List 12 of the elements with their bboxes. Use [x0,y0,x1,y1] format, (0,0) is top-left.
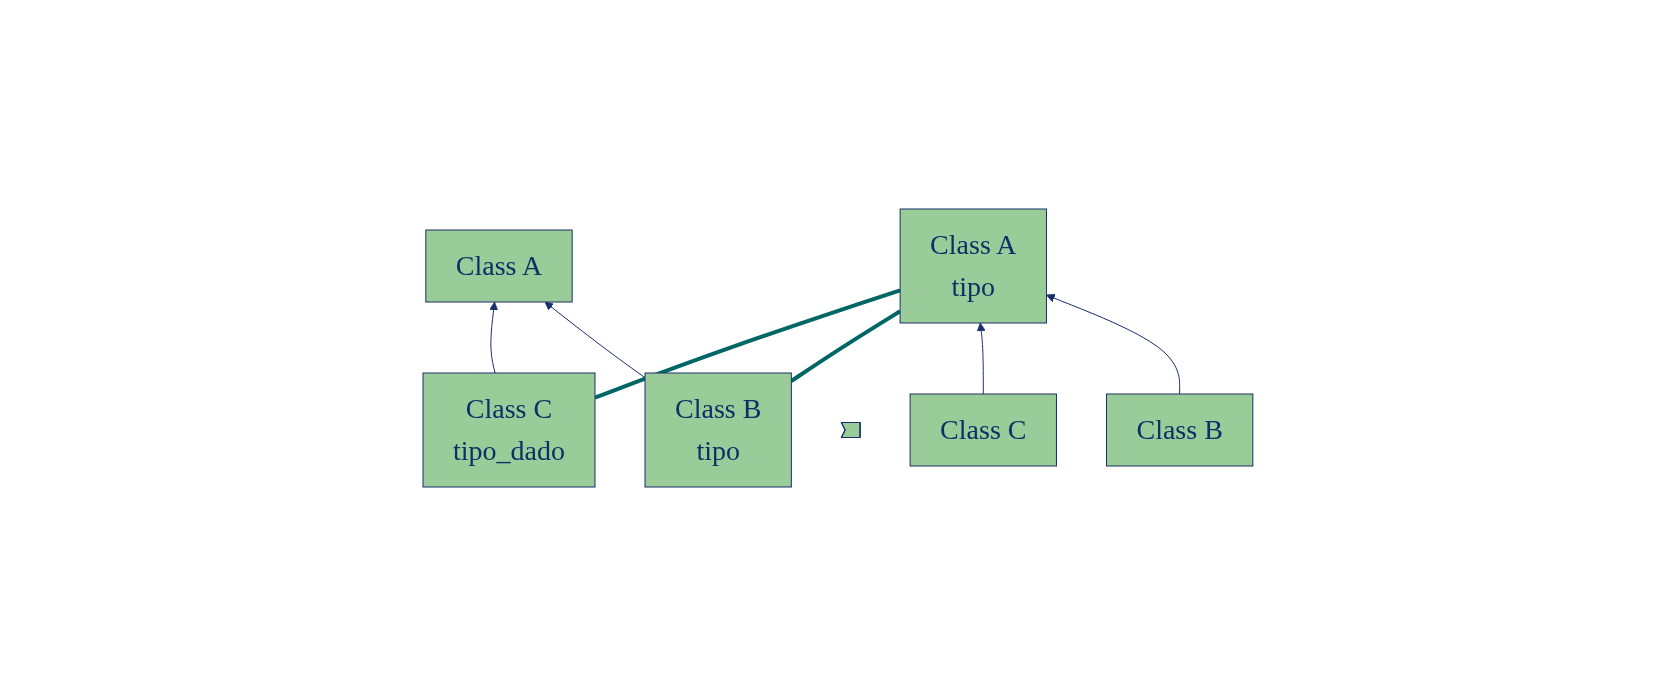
node-box: Class A tipo [899,208,1047,324]
node-box: Class A [424,229,573,303]
arrow [976,322,986,395]
node-box: Class B tipo [644,372,792,488]
node-box: Class B [1105,393,1253,467]
node-box: Class C [909,393,1057,467]
connector [789,309,901,383]
arrow [488,301,498,374]
arrow [544,301,646,379]
arrow [1045,293,1180,395]
node-box: Class C tipo_dado [422,372,596,488]
connector [593,288,901,400]
